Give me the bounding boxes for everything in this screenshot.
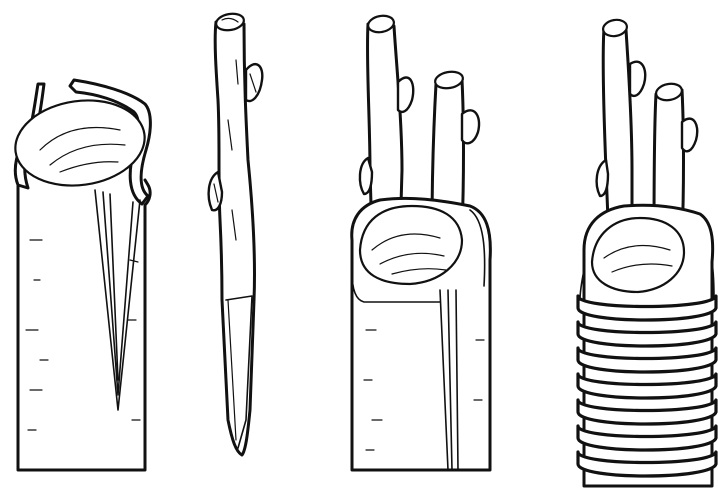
panel-wedge-scion [209,12,263,455]
tied-left-scion [603,28,632,220]
panel-graft-tied [578,18,716,486]
tied-right-scion-bud-upper [682,119,697,152]
left-scion-bud-upper [398,77,413,111]
panel-scions-inserted [352,14,491,470]
right-scion-bud-upper [462,110,479,143]
stock-trunk [18,180,150,470]
tied-stock-cut-face [592,218,684,292]
left-scion-bud-lower [360,158,372,194]
tied-left-scion-bud-upper [630,62,645,96]
panel-split-stock [10,80,151,470]
scion-bud-upper [246,64,262,101]
tied-left-scion-bud-lower [597,160,608,196]
